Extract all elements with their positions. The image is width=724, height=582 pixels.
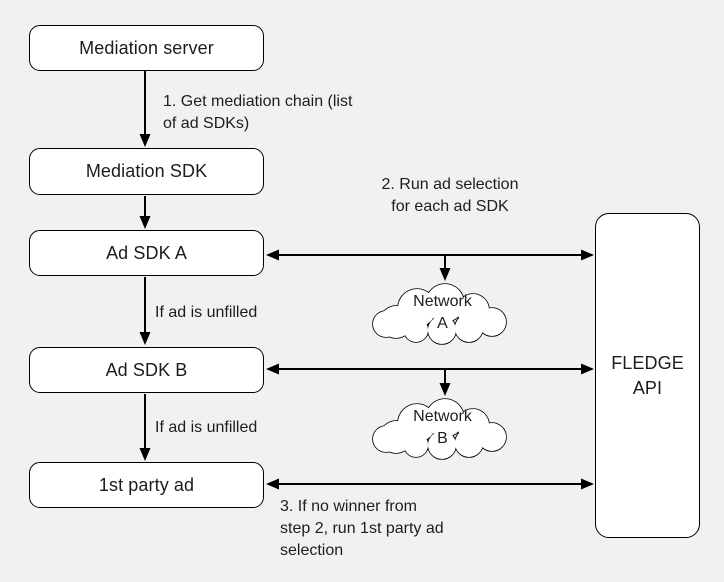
annotation-step-1: 1. Get mediation chain (list of ad SDKs) (163, 93, 353, 132)
arrow-ad-sdk-b-fledge-api (266, 363, 594, 375)
node-ad-sdk-b-label: Ad SDK B (105, 359, 188, 380)
node-mediation-sdk-label: Mediation SDK (85, 161, 208, 181)
arrow-first-party-ad-fledge-api (266, 478, 594, 490)
cloud-network-a-shape (372, 283, 507, 345)
arrow-mediation-server-to-mediation-sdk (139, 71, 151, 147)
node-ad-sdk-a: Ad SDK A (29, 230, 264, 276)
arrow-ad-sdk-a-fledge-api (266, 249, 594, 261)
node-first-party-ad-label: 1st party ad (98, 474, 195, 495)
annotation-unfilled-a: If ad is unfilled (155, 304, 258, 321)
node-fledge-api: FLEDGE API (595, 213, 700, 538)
node-ad-sdk-b: Ad SDK B (29, 347, 264, 393)
arrow-branch-to-network-a (439, 256, 451, 281)
node-fledge-api-label: FLEDGE API (611, 352, 684, 398)
node-mediation-server: Mediation server (29, 25, 264, 71)
cloud-network-b-label: Network B (413, 408, 472, 447)
annotation-step-3: 3. If no winner from step 2, run 1st par… (280, 498, 444, 559)
arrow-branch-to-network-b (439, 370, 451, 396)
cloud-network-b-shape (372, 398, 507, 460)
arrow-mediation-sdk-to-ad-sdk-a (139, 196, 151, 229)
node-mediation-sdk: Mediation SDK (29, 148, 264, 195)
annotation-unfilled-b: If ad is unfilled (155, 419, 258, 436)
node-mediation-server-label: Mediation server (79, 37, 214, 58)
annotation-step-2: 2. Run ad selection for each ad SDK (381, 176, 519, 215)
arrow-ad-sdk-a-to-ad-sdk-b (139, 277, 151, 345)
cloud-network-a-label: Network A (413, 293, 472, 332)
node-first-party-ad: 1st party ad (29, 462, 264, 508)
node-ad-sdk-a-label: Ad SDK A (106, 242, 187, 263)
arrow-ad-sdk-b-to-first-party-ad (139, 394, 151, 461)
